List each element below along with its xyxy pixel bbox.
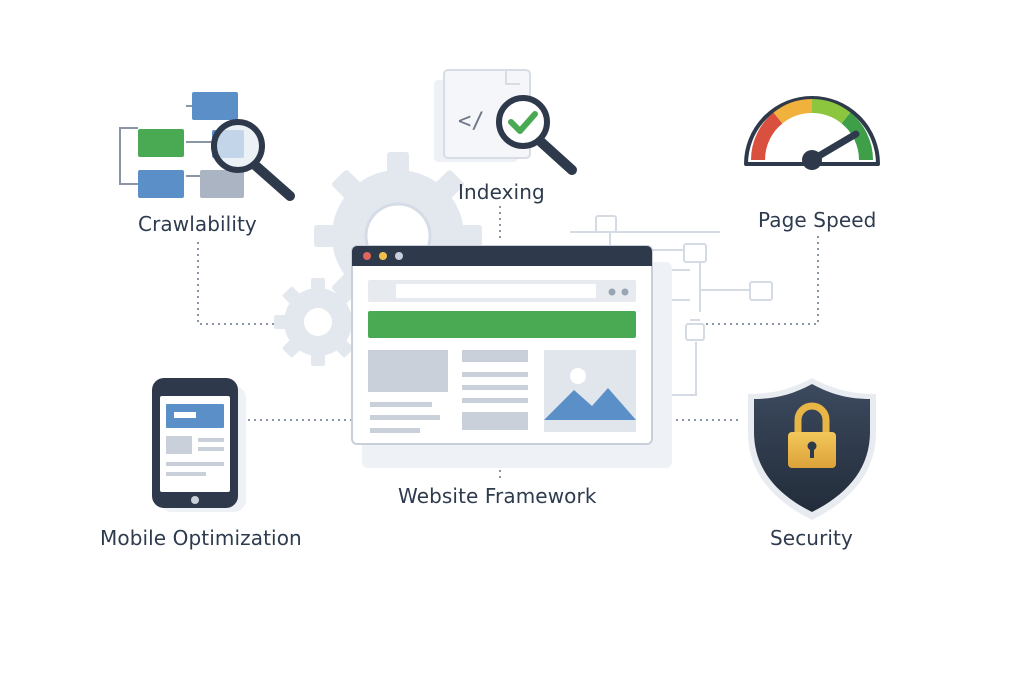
smartphone-icon — [152, 378, 246, 512]
sitemap-magnifier-icon — [119, 92, 295, 201]
browser-window-icon — [351, 245, 672, 468]
website-framework-label: Website Framework — [398, 484, 597, 508]
svg-text:</: </ — [458, 109, 485, 134]
speedometer-icon — [744, 96, 880, 170]
indexing-label: Indexing — [458, 180, 545, 204]
shield-lock-icon — [748, 378, 876, 520]
security-label: Security — [770, 526, 853, 550]
mobile-optimization-label: Mobile Optimization — [100, 526, 302, 550]
gear-small-icon — [274, 278, 362, 366]
page-speed-label: Page Speed — [758, 208, 877, 232]
connector-page-speed — [700, 236, 819, 325]
crawlability-label: Crawlability — [138, 212, 257, 236]
code-document-check-icon: </ — [434, 69, 577, 175]
